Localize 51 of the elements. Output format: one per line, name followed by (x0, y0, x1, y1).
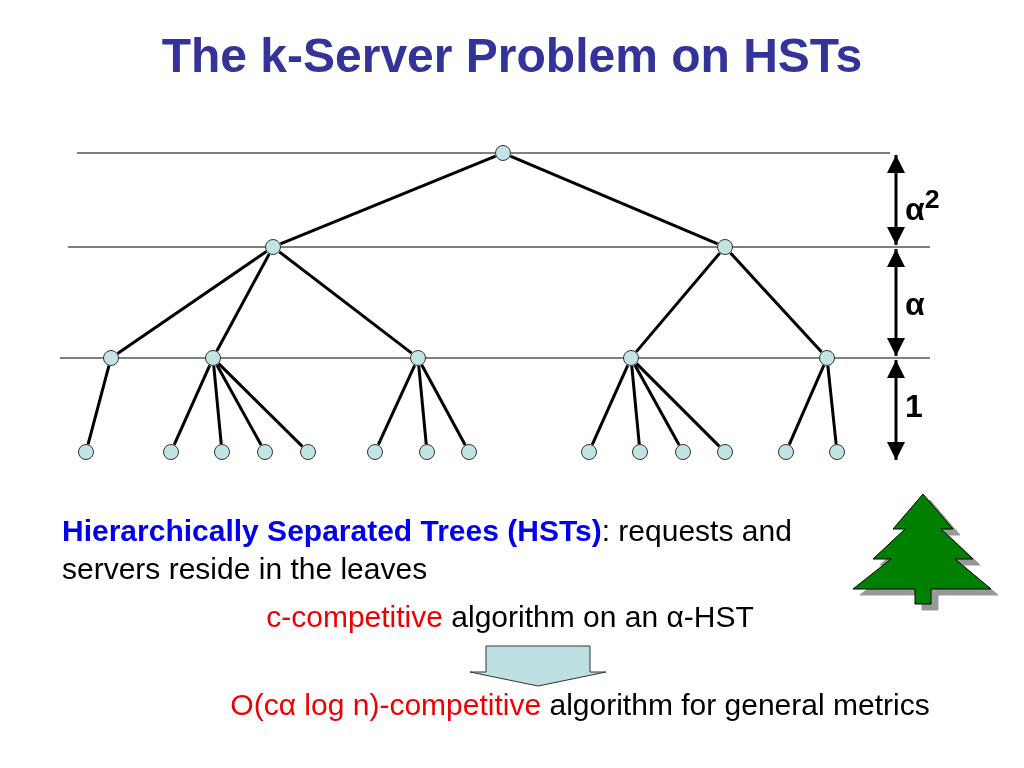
tree-node-circle (103, 350, 119, 366)
tree-edge (376, 364, 417, 446)
statement-text: O(cα log n)-competitive algorithm for general metrics (230, 688, 930, 723)
tree-node-circle (78, 444, 94, 460)
tree-node-circle (717, 239, 733, 255)
tree-edge (215, 364, 263, 446)
tree-edge (212, 365, 223, 445)
tree-edge (633, 364, 681, 446)
tree-node-circle (819, 350, 835, 366)
title: The k-Server Problem on HSTs (160, 28, 864, 83)
tree-node-circle (495, 145, 511, 161)
dimension-label: α$^{2}$ (905, 184, 940, 228)
tree-node-circle (675, 444, 691, 460)
tree-node-circle (623, 350, 639, 366)
tree-edge (215, 253, 271, 352)
tree-node-circle (367, 444, 383, 460)
dimension-label: α (905, 286, 925, 323)
tree-node-circle (461, 444, 477, 460)
block-arrow (469, 645, 607, 687)
tree-edge (172, 364, 212, 446)
tree-edge (509, 154, 719, 246)
tree-edge (420, 364, 467, 446)
description-text: Hierarchically Separated Trees (HSTs): requests and servers reside in the leaves (62, 513, 793, 587)
tree-edge (417, 365, 428, 445)
tree-edge (729, 251, 823, 354)
tree-node-circle (829, 444, 845, 460)
tree-node-circle (265, 239, 281, 255)
tree-edge (826, 365, 838, 445)
tree-node-circle (581, 444, 597, 460)
tree-node-circle (717, 444, 733, 460)
tree-edge (86, 365, 111, 445)
tree-node-circle (300, 444, 316, 460)
tree-node-circle (163, 444, 179, 460)
tree-node-circle (778, 444, 794, 460)
tree-edge (278, 250, 413, 355)
tree-edge (590, 364, 630, 446)
tree-edge (635, 252, 721, 353)
tree-node-circle (205, 350, 221, 366)
tree-node-circle (632, 444, 648, 460)
statement-text: c-competitive algorithm on an α-HST (150, 600, 870, 635)
tree-edge (116, 250, 268, 355)
tree-node-circle (257, 444, 273, 460)
tree-edge (217, 362, 304, 448)
tree-edge (630, 365, 641, 445)
dimension-label: 1 (905, 388, 923, 425)
tree-node-circle (214, 444, 230, 460)
tree-edge (279, 154, 497, 246)
tree-edge (635, 362, 721, 448)
tree-node-circle (410, 350, 426, 366)
tree-edge (787, 364, 826, 446)
tree-node-circle (419, 444, 435, 460)
